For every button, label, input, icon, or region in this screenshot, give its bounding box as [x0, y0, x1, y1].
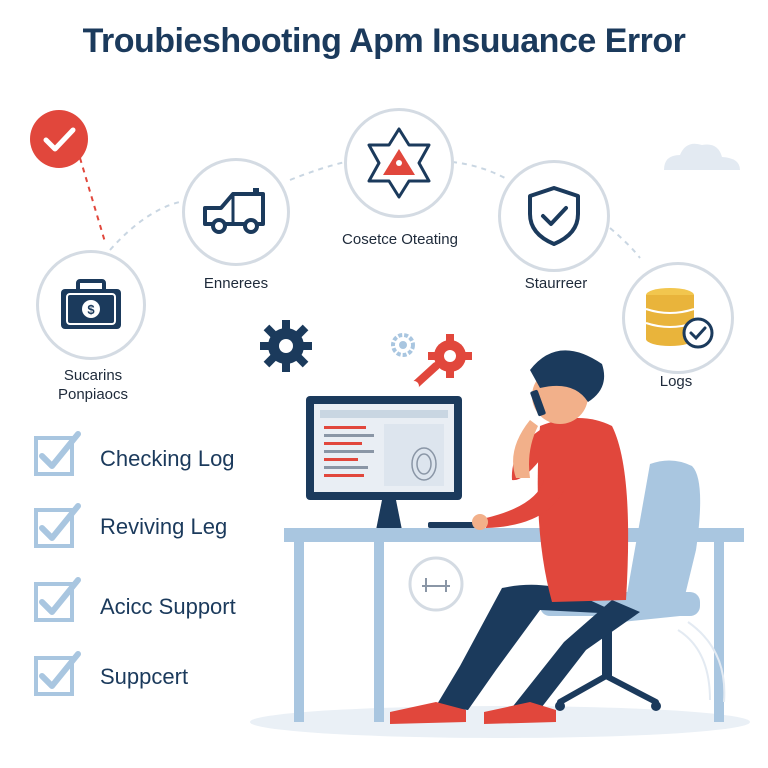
checkbox-checked-icon[interactable]	[32, 500, 82, 550]
briefcase-dollar-icon: $	[61, 279, 121, 329]
person-at-desk-illustration	[250, 350, 750, 738]
svg-text:$: $	[87, 302, 95, 317]
warning-star-icon	[367, 127, 431, 199]
desk	[284, 528, 744, 542]
node-label-staurreer: Staurreer	[524, 275, 588, 292]
node-label-logs: Logs	[659, 373, 693, 390]
shield-check-icon	[528, 186, 580, 246]
gear-icon	[260, 320, 312, 372]
node-logs[interactable]	[622, 262, 734, 374]
checklist-item-checking-log: Checking Log	[100, 446, 235, 471]
node-entries[interactable]	[182, 158, 290, 266]
page-title: Troubieshooting Apm Insuuance Error	[82, 22, 686, 60]
database-check-icon	[645, 288, 714, 349]
node-insurance-policies[interactable]: $	[36, 250, 146, 360]
checklist-item-suppcert: Suppcert	[100, 664, 189, 689]
person-torso	[537, 418, 629, 602]
cloud-icon	[664, 143, 740, 170]
node-label-insurance: Sucarins Ponpiaocs	[57, 367, 129, 403]
truck-icon	[203, 188, 265, 234]
red-check-badge-icon	[30, 110, 88, 168]
checkbox-checked-icon[interactable]	[32, 648, 82, 698]
checklist-item-reviving-leg: Reviving Leg	[100, 514, 228, 539]
checkbox-checked-icon[interactable]	[32, 428, 82, 478]
node-label-entries: Ennerees	[203, 275, 269, 292]
checklist-item-acicc-support: Acicc Support	[100, 594, 236, 619]
node-staurreer[interactable]	[498, 160, 610, 272]
node-label-cosetce: Cosetce Oteating	[342, 231, 458, 248]
checkbox-checked-icon[interactable]	[32, 574, 82, 624]
small-gear-icon	[391, 333, 415, 357]
chair	[622, 460, 701, 622]
node-cosetce-oteating[interactable]	[344, 108, 454, 218]
wrench-gear-icon	[409, 334, 472, 391]
